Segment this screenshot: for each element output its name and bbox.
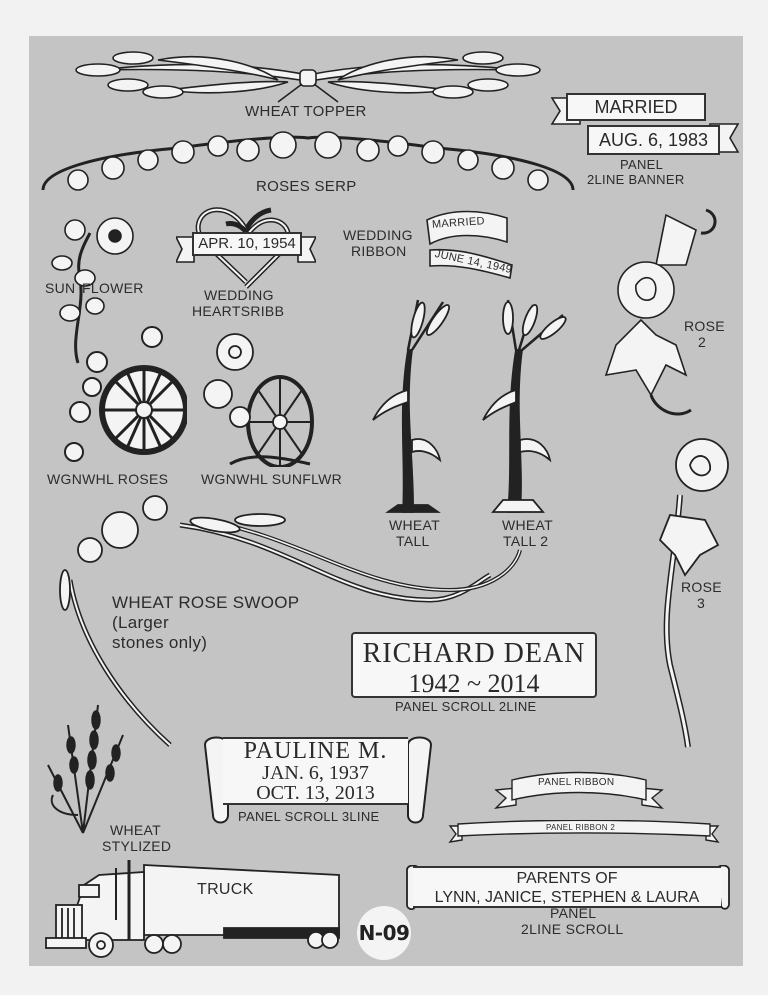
semi-truck-icon [44,860,344,960]
married-banner-line1: MARRIED [594,97,678,117]
sunflower-label2: FLOWER [82,280,144,296]
sunflower-label1: SUN [45,280,76,296]
sunflower-icon [40,208,140,368]
wgnwhl-sunflwr-label: WGNWHL SUNFLWR [201,471,343,487]
roses-serp-icon [38,130,578,200]
wedding-ribbon-label1: WEDDING [343,227,413,243]
panel-ribbon-label: PANEL RIBBON [538,777,615,788]
wedding-hearts-label2: HEARTSRIBB [192,303,285,319]
wagon-wheel-sunflower-icon [200,322,320,467]
married-banner-label1: PANEL [620,157,664,172]
roses-serp-label: ROSES SERP [256,178,357,195]
wheat-rose-swoop-icon [40,490,530,750]
hearts-date-panel: APR. 10, 1954 [192,232,302,256]
wheat-tall2-label1: WHEAT [502,517,554,533]
panel-2line-scroll-line2: LYNN, JANICE, STEPHEN & LAURA [434,889,700,906]
panel-2line-scroll-label2: 2LINE SCROLL [521,921,624,937]
panel-scroll-3line-line3: OCT. 13, 2013 [256,782,375,804]
wheat-rose-swoop-label1: WHEAT ROSE SWOOP [112,593,300,612]
panel-scroll-2line-line1: RICHARD DEAN [362,638,586,669]
wheat-tall-label1: WHEAT [389,517,441,533]
wheat-tall2-icon [478,290,578,515]
panel-2line-scroll-line1: PARENTS OF [516,870,618,887]
panel-scroll-3line-label: PANEL SCROLL 3LINE [238,809,380,824]
rose-stem-icon [640,435,740,755]
hearts-date: APR. 10, 1954 [198,235,296,252]
wagon-wheel-roses-icon [52,322,187,472]
wedding-ribbon-label2: RIBBON [351,243,407,259]
panel-2line-scroll: PARENTS OF LYNN, JANICE, STEPHEN & LAURA [413,866,721,908]
wheat-topper-icon [38,40,578,110]
panel-scroll-3line: PAULINE M. JAN. 6, 1937 OCT. 13, 2013 [223,737,408,805]
rose3-label2: 3 [697,595,706,611]
wheat-stylized-icon [38,695,138,835]
wedding-hearts-label1: WEDDING [204,287,274,303]
rose3-label1: ROSE [681,579,722,595]
panel-scroll-2line-line2: 1942 ~ 2014 [408,669,540,698]
panel-scroll-2line-label: PANEL SCROLL 2LINE [395,699,537,714]
panel-2line-scroll-label1: PANEL [550,905,597,921]
page-code-badge: N-09 [357,906,411,960]
wheat-stylized-label2: STYLIZED [102,838,172,854]
wheat-tall-icon [368,290,458,515]
panel-scroll-3line-line2: JAN. 6, 1937 [262,762,369,784]
wheat-rose-swoop-label2: (Larger [112,613,169,632]
wheat-stylized-label1: WHEAT [110,822,162,838]
married-banner-label2: 2LINE BANNER [587,172,685,187]
rose2-label2: 2 [698,334,707,350]
married-banner-bottom: AUG. 6, 1983 [587,125,720,155]
wheat-tall2-label2: TALL 2 [503,533,549,549]
rose-icon [596,205,736,435]
wheat-tall-label2: TALL [396,533,430,549]
panel-ribbon-icon [494,770,664,810]
truck-label: TRUCK [197,881,254,898]
panel-ribbon2-icon [448,820,720,844]
wheat-rose-swoop-label3: stones only) [112,633,208,652]
wheat-topper-label: WHEAT TOPPER [245,103,367,120]
panel-scroll-3line-line1: PAULINE M. [243,738,388,764]
rose2-label1: ROSE [684,318,725,334]
wgnwhl-roses-label: WGNWHL ROSES [47,471,169,487]
married-banner-line2: AUG. 6, 1983 [598,130,709,150]
panel-ribbon2-label: PANEL RIBBON 2 [546,823,616,832]
married-banner-top: MARRIED [566,93,706,121]
wedding-ribbon-icon [422,200,522,280]
scroll-ends-icon [203,735,433,825]
panel-scroll-2line: RICHARD DEAN 1942 ~ 2014 [351,632,597,698]
